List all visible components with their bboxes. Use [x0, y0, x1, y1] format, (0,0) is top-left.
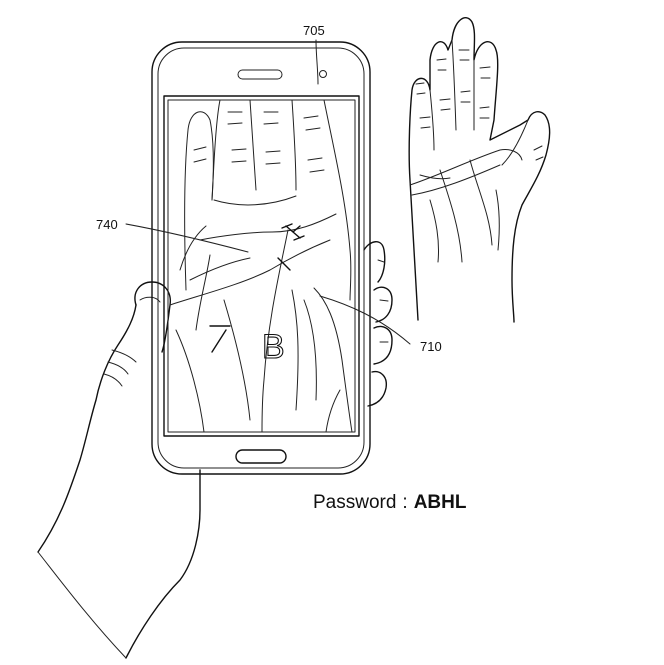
ref-label-705: 705 [303, 23, 325, 38]
reference-hand [408, 17, 551, 323]
screen-letter-b: B [262, 328, 285, 366]
front-camera [319, 70, 327, 78]
ref-label-710: 710 [420, 339, 442, 354]
password-value: ABHL [413, 492, 467, 513]
password-readout: Password:ABHL [313, 491, 466, 515]
smartphone [151, 41, 371, 475]
leader-lines [125, 39, 411, 345]
speaker-grille [237, 69, 283, 80]
password-separator: : [402, 492, 408, 513]
phone-body [151, 41, 371, 475]
phone-screen [163, 95, 360, 437]
password-label: Password [313, 492, 397, 513]
home-button[interactable] [235, 449, 287, 464]
holding-hand [37, 241, 393, 659]
ref-label-740: 740 [96, 217, 118, 232]
screen-palm-image: B [169, 100, 353, 432]
